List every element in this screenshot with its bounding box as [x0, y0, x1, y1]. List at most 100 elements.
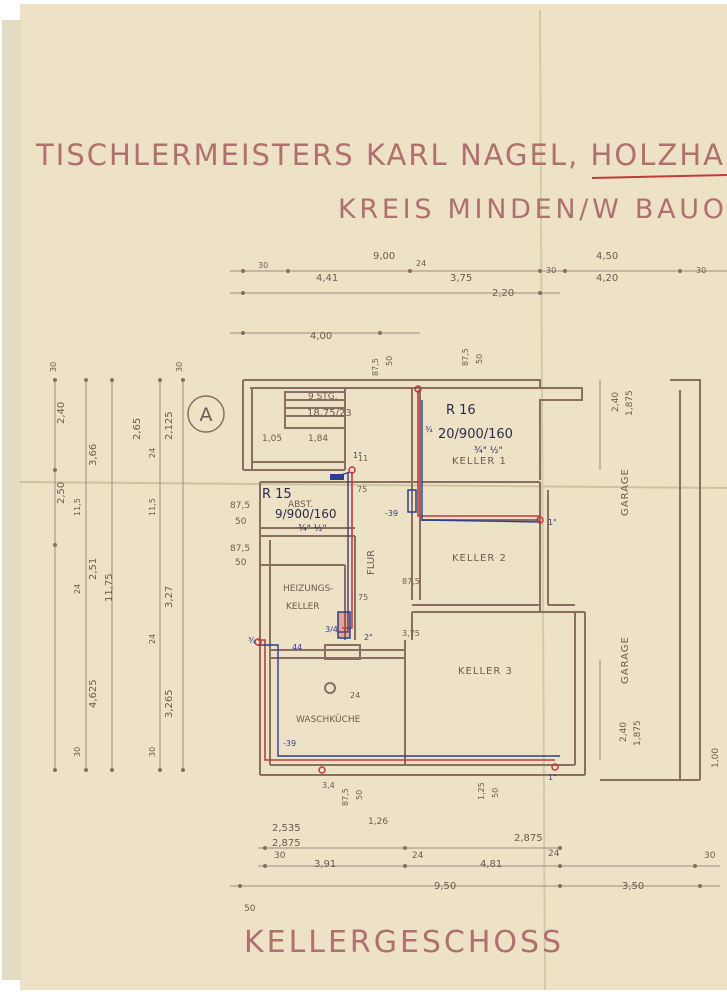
room-abst: ABST. [288, 500, 313, 510]
dim-left-2-125: 2,125 [164, 411, 175, 440]
room-waschkueche: WASCHKÜCHE [296, 714, 361, 725]
dim-in-11: 11 [358, 454, 368, 463]
fold-line-horizontal [19, 481, 727, 489]
fold-line-vertical [539, 9, 546, 991]
room-garage-bottom: GARAGE [620, 636, 631, 684]
dim-left-24b: 24 [148, 448, 157, 458]
dim-bot-9-50: 9,50 [434, 881, 456, 892]
dim-top-4-41: 4,41 [316, 273, 338, 284]
stair-label: 9 STG. [308, 392, 338, 402]
pipe-label-1in-a: 1" [353, 451, 362, 460]
radiator-r15-spec: 9/900/160 [275, 507, 337, 521]
dim-in-75a: 75 [357, 485, 367, 494]
dim-bot-3-50: 3,50 [622, 881, 644, 892]
pipe-label-minus39-b: -39 [283, 739, 296, 748]
pipe-label-1in-c: 1" [548, 773, 557, 782]
dim-left-2-40: 2,40 [56, 402, 67, 424]
dimension-ticks [53, 269, 702, 888]
room-garage-top: GARAGE [620, 468, 631, 516]
dim-left-24c: 24 [148, 634, 157, 644]
dim-right-1-875a: 1,875 [625, 390, 635, 416]
pipe-label-2in: 2" [364, 633, 373, 642]
radiator-r15-name: R 15 [262, 487, 292, 502]
dim-top-3-75: 3,75 [450, 273, 472, 284]
pipe-label-3-4-b: ¾ [248, 636, 256, 645]
dim-bot-2-875a: 2,875 [272, 838, 301, 849]
dim-bot-1-00: 1,00 [711, 748, 721, 768]
dim-top-50b: 50 [475, 354, 484, 364]
dim-bot-24a: 24 [412, 851, 424, 861]
paper-left-strip [2, 20, 22, 980]
dim-bot-3-91: 3,91 [314, 859, 336, 870]
pipe-fittings [254, 385, 559, 774]
room-keller-3: KELLER 3 [458, 666, 513, 677]
dim-bot-24b: 24 [548, 849, 560, 859]
dim-in-50a: 50 [235, 517, 247, 527]
dimension-lines [54, 270, 727, 887]
dim-top-4-20: 4,20 [596, 273, 618, 284]
dim-left-30c: 30 [175, 362, 184, 372]
dim-bot-30b: 30 [704, 851, 716, 861]
dim-left-30b: 30 [73, 747, 82, 757]
dim-left-2-51: 2,51 [88, 558, 99, 580]
pipe-label-44: 44 [292, 643, 302, 652]
radiator-r16-spec: 20/900/160 [438, 427, 513, 442]
pipe-label-1in-b: 1" [548, 518, 557, 527]
radiator-r16-name: R 16 [446, 403, 476, 418]
header-underline [591, 174, 727, 179]
dim-left-11-5b: 11,5 [148, 498, 157, 516]
room-flur: FLUR [366, 550, 377, 575]
header-line-2: KREIS MINDEN/W BAUO [338, 194, 727, 225]
dim-top-24: 24 [416, 259, 426, 268]
dim-right-1-875b: 1,875 [633, 720, 643, 746]
dim-bot-30a: 30 [274, 851, 286, 861]
dim-left-30a: 30 [49, 362, 58, 372]
dim-in-75b: 75 [358, 593, 368, 602]
dim-bot-50b: 50 [491, 788, 500, 798]
dim-left-11-75: 11,75 [104, 573, 115, 602]
dim-top-30b: 30 [546, 266, 556, 275]
dim-left-2-50: 2,50 [56, 482, 67, 504]
dim-right-2-40a: 2,40 [611, 392, 621, 412]
dim-in-1-05: 1,05 [262, 434, 282, 444]
dim-left-11-5a: 11,5 [73, 498, 82, 516]
heating-pipes-red [258, 390, 555, 761]
paper [20, 4, 727, 990]
dim-in-50b: 50 [235, 558, 247, 568]
radiator-r15-pipe: ¾" ½" [298, 524, 327, 534]
radiator-r15-body [330, 474, 344, 480]
dim-top-4-50: 4,50 [596, 251, 618, 262]
room-keller-2: KELLER 2 [452, 553, 507, 564]
dim-bot-1-26: 1,26 [368, 817, 388, 827]
pipe-label-3-4-c: 3/4 [325, 625, 338, 634]
dim-bot-87-5: 87,5 [341, 788, 350, 806]
dim-in-87-5b: 87,5 [230, 544, 250, 554]
dim-top-50a: 50 [385, 356, 394, 366]
section-marker-label: A [200, 404, 213, 426]
dim-left-4-625: 4,625 [88, 679, 99, 708]
dim-left-3-66: 3,66 [88, 444, 99, 466]
dim-top-87-5b: 87,5 [461, 348, 470, 366]
stair-dimension: 18,75/23 [307, 408, 352, 419]
dim-top-87-5a: 87,5 [371, 358, 380, 376]
section-marker-circle [187, 395, 225, 433]
dim-left-30d: 30 [148, 747, 157, 757]
dim-in-3-75: 3,75 [402, 629, 420, 638]
dim-bot-1-25: 1,25 [477, 782, 486, 800]
dim-left-2-65: 2,65 [132, 418, 143, 440]
dim-bot-50c: 50 [244, 904, 256, 914]
dim-in-87-5a: 87,5 [230, 501, 250, 511]
heating-pipes-blue [258, 400, 560, 757]
radiator-r16-pipe: ¾" ½" [474, 446, 503, 456]
pipe-label-3-4-a: ¾ [425, 425, 433, 434]
floor-title: KELLERGESCHOSS [244, 925, 564, 960]
header-line-1: TISCHLERMEISTERS KARL NAGEL, HOLZHA [35, 138, 726, 172]
dim-bot-4-81: 4,81 [480, 859, 502, 870]
dim-bot-50: 50 [355, 790, 364, 800]
building-walls [242, 379, 701, 781]
dim-bot-2-875b: 2,875 [514, 833, 543, 844]
dim-top-30c: 30 [696, 266, 706, 275]
dim-left-3-265: 3,265 [164, 689, 175, 718]
dim-in-87-5c: 87,5 [402, 577, 420, 586]
